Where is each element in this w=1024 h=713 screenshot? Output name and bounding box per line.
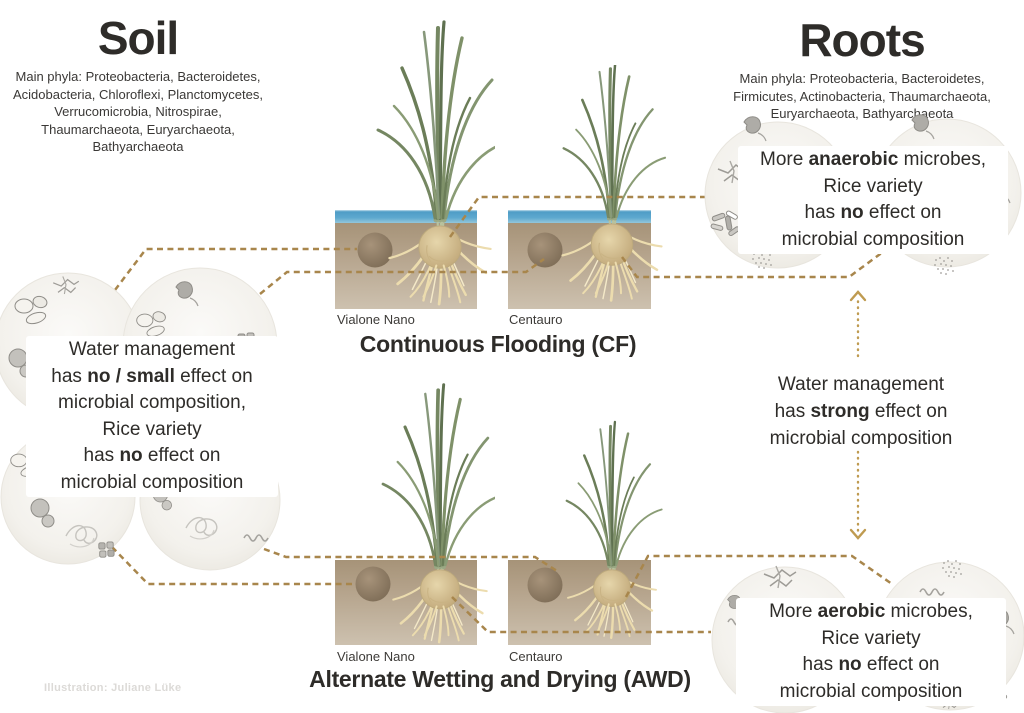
roots-title: Roots [799, 14, 925, 66]
text-line: microbial composition [769, 428, 953, 449]
text-line: microbial composition [60, 471, 244, 493]
text-line: More anaerobic microbes, [760, 149, 986, 170]
soil-title: Soil [97, 12, 179, 64]
roots-header: Roots Main phyla: Proteobacteria, Bacter… [728, 16, 996, 123]
text-line: Water management [68, 339, 236, 360]
text-line: Rice variety [821, 627, 921, 649]
cf-centauro-plant-box [508, 65, 667, 309]
text-line: Water management [777, 374, 945, 395]
awd-section-title: Alternate Wetting and Drying (AWD) [309, 666, 691, 692]
rice-plant-icon [383, 385, 495, 567]
text-line: Rice variety [102, 418, 202, 440]
cf-vialone-plant-box [335, 15, 495, 309]
rice-plant-icon [378, 22, 495, 220]
water-layer [335, 210, 477, 223]
cf-section-title: Continuous Flooding (CF) [359, 331, 637, 357]
soil-phyla-text: Main phyla: Proteobacteria, Bacteroidete… [12, 69, 263, 154]
text-line: Rice variety [823, 175, 923, 197]
awd-variety2-label: Centauro [509, 649, 563, 664]
arrow-head-down-icon [849, 528, 867, 540]
rice-plant-icon [561, 65, 667, 221]
roots-cf-result-text: More anaerobic microbes, Rice variety ha… [738, 146, 1008, 254]
illustration-credit: Illustration: Juliane Lüke [44, 682, 182, 694]
soil-sample-sphere [355, 566, 391, 602]
soil-result-text: Water management has no / small effect o… [26, 336, 278, 497]
rice-plant-icon [564, 420, 664, 569]
soil-sample-sphere [527, 232, 563, 268]
awd-vialone-plant-box [335, 375, 495, 645]
text-line: has strong effect on [774, 401, 948, 422]
text-line: has no effect on [802, 654, 940, 675]
text-line: More aerobic microbes, [769, 601, 973, 622]
text-line: has no / small effect on [51, 365, 253, 387]
roots-awd-result-text: More aerobic microbes, Rice variety has … [736, 598, 1006, 706]
text-line: has no effect on [804, 202, 942, 223]
awd-variety1-label: Vialone Nano [337, 649, 415, 664]
soil-header: Soil Main phyla: Proteobacteria, Bactero… [4, 14, 272, 156]
soil-sample-sphere [527, 567, 563, 603]
awd-centauro-plant-box [508, 420, 664, 645]
roots-phyla-text: Main phyla: Proteobacteria, Bacteroidete… [733, 71, 991, 121]
text-line: has no effect on [83, 445, 221, 466]
text-line: microbial composition [781, 228, 965, 250]
cf-variety1-label: Vialone Nano [337, 312, 415, 327]
water-layer [508, 210, 651, 223]
soil-sample-sphere [357, 232, 393, 268]
cf-variety2-label: Centauro [509, 312, 563, 327]
water-effect-text: Water management has strong effect on mi… [738, 371, 984, 452]
text-line: microbial composition, [58, 392, 246, 413]
text-line: microbial composition [779, 680, 963, 702]
